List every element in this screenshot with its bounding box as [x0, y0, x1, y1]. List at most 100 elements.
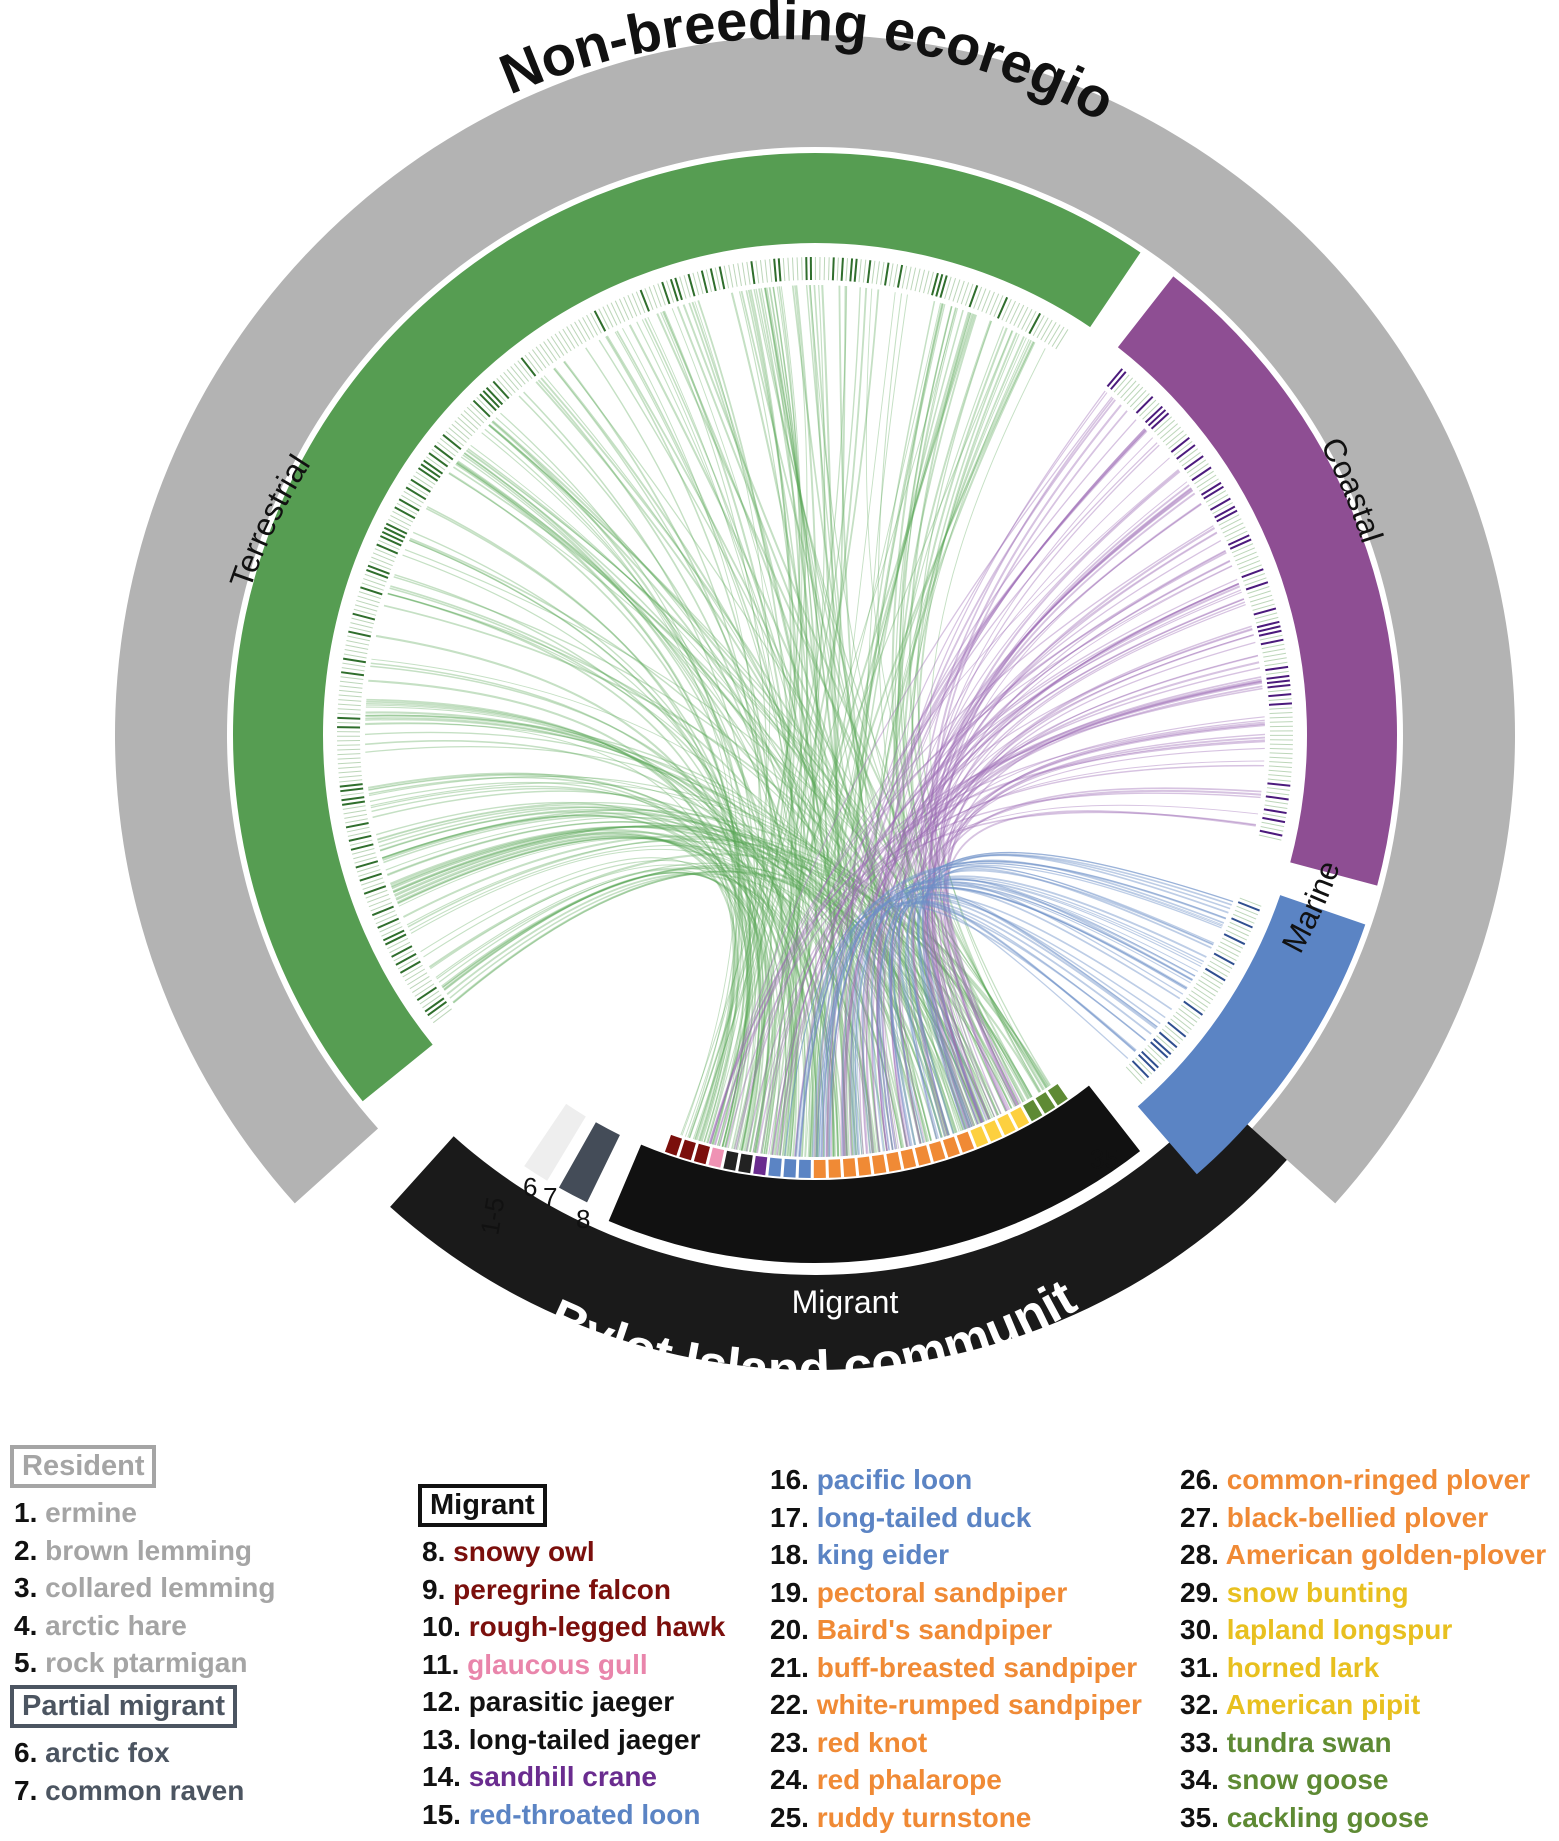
chord-link — [904, 854, 1231, 1140]
chord-link — [441, 867, 932, 1141]
chord-link — [745, 290, 817, 1158]
tick-mark — [1244, 577, 1267, 586]
chord-link — [838, 285, 917, 1146]
tick-mark — [918, 269, 926, 293]
chord-link — [921, 487, 1192, 1128]
tick-mark — [339, 779, 363, 783]
tick-mark — [356, 599, 379, 608]
tick-mark — [366, 569, 389, 579]
tick-mark — [1268, 693, 1292, 698]
chord-link — [927, 492, 1196, 1123]
legend-item-number: 24. — [770, 1764, 817, 1795]
tick-mark — [353, 852, 376, 860]
species-band — [738, 1153, 753, 1174]
chord-link — [845, 300, 936, 1156]
species-band — [842, 1158, 857, 1178]
tick-mark — [1135, 396, 1154, 414]
tick-mark — [1268, 698, 1292, 701]
chord-link — [463, 452, 793, 1157]
tick-mark — [914, 268, 921, 292]
tick-mark — [692, 272, 700, 296]
chord-link — [753, 289, 1044, 1091]
tick-mark — [1028, 312, 1042, 335]
legend-item-number: 25. — [770, 1801, 817, 1833]
chord-link — [389, 587, 811, 1157]
tick-mark — [831, 257, 835, 281]
legend-item: 6. arctic fox — [14, 1734, 244, 1772]
tick-mark — [1202, 971, 1224, 985]
tick-mark — [948, 277, 957, 301]
chord-link — [425, 507, 752, 1147]
chord-link — [911, 330, 1014, 1116]
tick-mark — [1220, 941, 1241, 953]
tick-mark — [875, 261, 880, 285]
chord-link — [865, 288, 1042, 1092]
chord-link — [769, 286, 809, 1155]
tick-mark — [1156, 1035, 1175, 1052]
tick-mark — [1252, 603, 1275, 611]
species-band — [723, 1150, 739, 1171]
species-band — [664, 1134, 683, 1156]
tick-mark — [340, 792, 364, 797]
tick-mark — [342, 657, 367, 664]
tick-mark — [1263, 808, 1287, 815]
tick-mark — [598, 308, 610, 330]
chord-link — [448, 472, 744, 1143]
tick-mark — [439, 438, 459, 454]
chord-link — [769, 287, 835, 1157]
chord-link — [382, 812, 991, 1120]
chord-link — [386, 821, 943, 1138]
tick-mark — [339, 680, 363, 685]
legend-partial-title: Partial migrant — [10, 1685, 238, 1728]
legend-item-name: ruddy turnstone — [816, 1801, 1032, 1833]
tick-mark — [1263, 813, 1286, 819]
tick-mark — [539, 343, 554, 364]
tick-mark — [337, 761, 361, 765]
tick-mark — [996, 296, 1009, 319]
tick-mark — [419, 990, 440, 1005]
chord-link — [926, 787, 1262, 1127]
legend-item: 29. snow bunting — [1180, 1574, 1546, 1612]
chord-link — [460, 456, 791, 1156]
chord-link — [435, 867, 829, 1157]
legend-item-number: 12. — [422, 1686, 469, 1717]
tick-mark — [391, 945, 413, 958]
tick-mark — [1144, 405, 1163, 424]
resident-range-label: 1-5 — [474, 1195, 510, 1237]
legend-item: 10. rough-legged hawk — [422, 1608, 725, 1646]
tick-mark — [436, 441, 456, 457]
tick-mark — [1147, 409, 1167, 427]
tick-mark — [1129, 389, 1147, 408]
tick-mark — [755, 260, 760, 284]
tick-mark — [344, 649, 368, 655]
chord-link — [488, 424, 905, 1148]
tick-mark — [1245, 581, 1269, 591]
chord-link — [866, 341, 1036, 1153]
chord-link — [716, 330, 1013, 1146]
legend-item: 17. long-tailed duck — [770, 1499, 1142, 1537]
chord-link — [854, 881, 1196, 1155]
tick-mark — [469, 403, 488, 421]
chord-link — [889, 583, 1240, 1148]
tick-mark — [409, 976, 430, 990]
tick-mark — [1263, 657, 1287, 662]
chord-link — [455, 463, 740, 1141]
tick-mark — [1268, 774, 1292, 778]
chord-link — [897, 900, 1136, 1139]
legend-item: 35. cackling goose — [1180, 1799, 1546, 1837]
tick-mark — [1207, 964, 1228, 977]
legend-item-name: horned lark — [1226, 1651, 1380, 1683]
species-band — [1035, 1092, 1056, 1114]
chord-link — [365, 717, 888, 1151]
chord-link — [443, 872, 776, 1155]
chord-link — [366, 698, 748, 1147]
tick-mark — [408, 483, 429, 496]
tick-mark — [379, 535, 402, 547]
tick-mark — [648, 286, 658, 309]
tick-mark — [1142, 402, 1160, 420]
tick-mark — [1269, 707, 1293, 710]
species-band — [783, 1158, 797, 1178]
legend-item-number: 14. — [422, 1761, 469, 1792]
chord-link — [784, 887, 1188, 1156]
chord-link — [605, 336, 774, 1151]
